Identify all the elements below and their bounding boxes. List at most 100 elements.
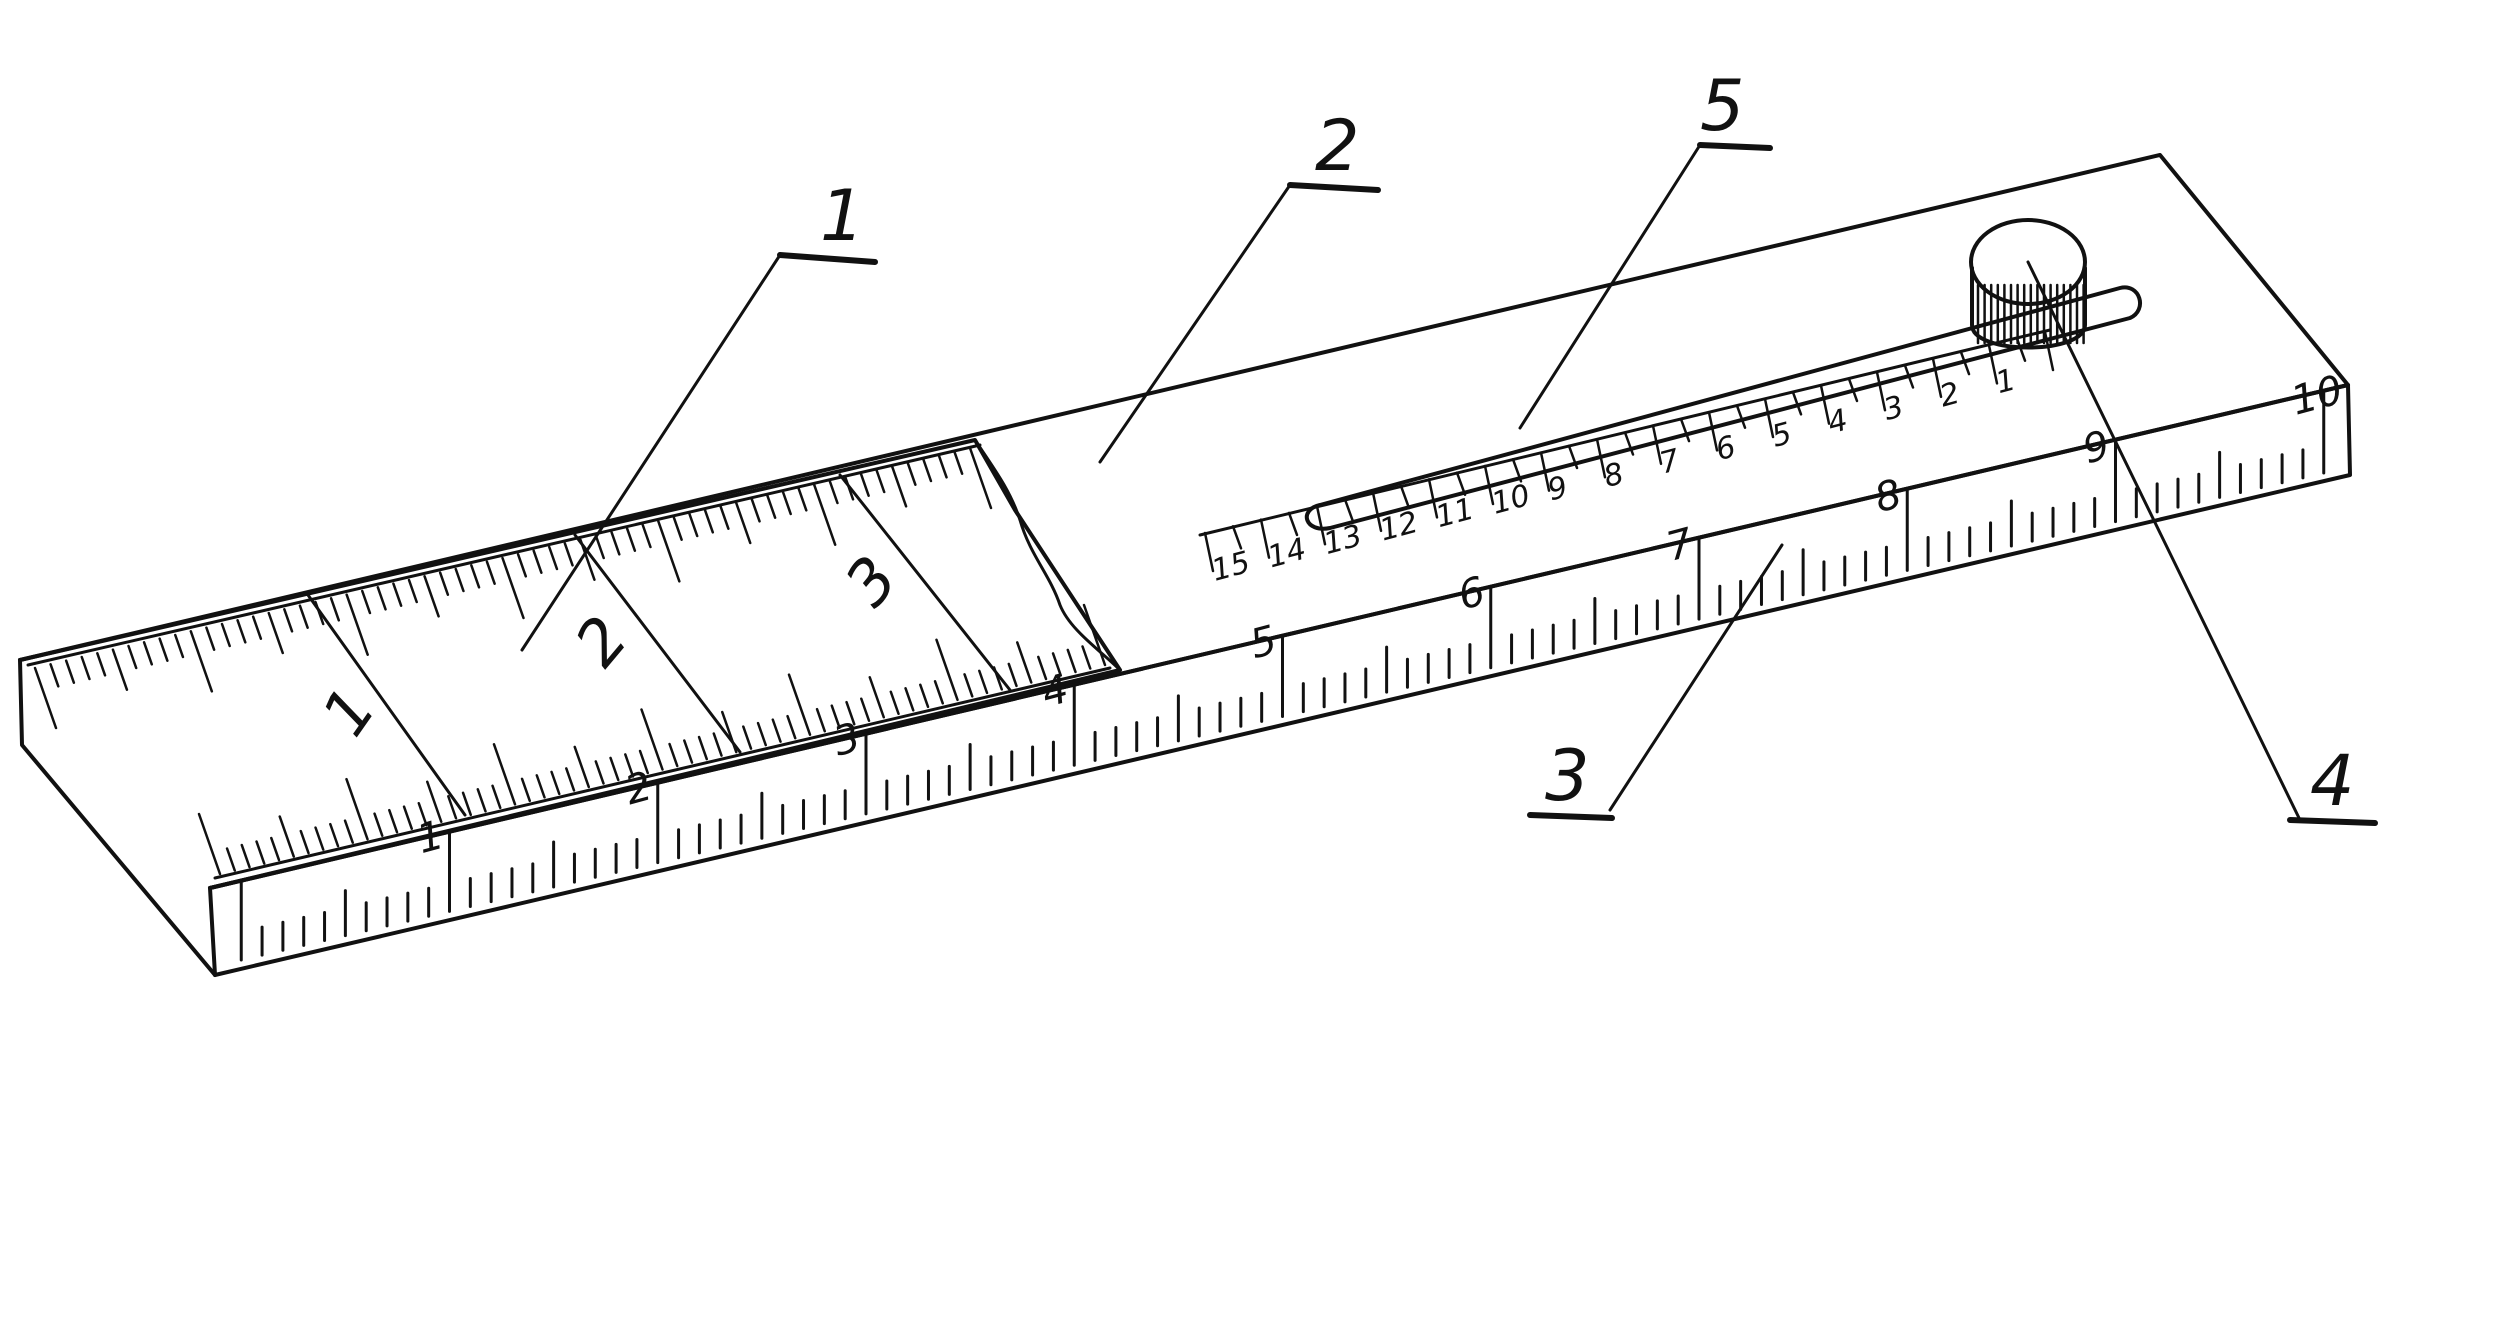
slide-tick-bottom <box>573 745 590 789</box>
slide-piece: 1 2 3 <box>18 438 1122 890</box>
slot-scale-tick <box>1735 404 1747 429</box>
slide-tick-top <box>953 450 964 475</box>
slide-tick-top <box>314 600 325 626</box>
slide-tick-top <box>812 483 837 546</box>
front-scale-number: 7 <box>1662 520 1699 571</box>
slide-tick-bottom <box>240 843 251 869</box>
slide-tick-top <box>501 556 525 620</box>
slot-scale-tick <box>1455 471 1467 496</box>
callouts: 1 2 5 3 4 <box>520 65 2378 826</box>
front-scale-number: 1 <box>412 812 448 863</box>
slide-tick-top <box>672 516 683 541</box>
slot-scale-tick <box>1343 498 1355 523</box>
slot-scale-tick <box>1791 391 1803 416</box>
slide-tick-bottom <box>712 732 723 757</box>
callout-5: 5 <box>1700 65 1745 147</box>
slot-scale-tick <box>1399 484 1411 510</box>
slide-ticks-top <box>33 446 993 730</box>
slot-scale-tick <box>1595 437 1607 479</box>
slide-tick-top <box>361 589 372 615</box>
slide-tick-bottom <box>476 788 487 813</box>
slide-tick-bottom <box>771 718 782 743</box>
slide-number-2: 2 <box>561 602 642 679</box>
slide-tick-top <box>438 571 450 596</box>
slide-tick-top <box>142 641 154 666</box>
slide-tick-top <box>423 575 440 618</box>
slide-tick-top <box>174 633 185 659</box>
callout-3-underline <box>1527 812 1615 821</box>
slide-tick-top <box>454 567 465 593</box>
slide-number-3: 3 <box>831 542 912 619</box>
callout-1: 1 <box>820 175 865 257</box>
slide-tick-bottom <box>314 826 325 851</box>
slide-division-1 <box>306 593 467 817</box>
slot-scale-tick <box>1959 350 1971 376</box>
slot-scale-tick <box>1651 424 1663 466</box>
slide-tick-top <box>625 527 637 552</box>
slot-scale-tick <box>1567 444 1579 470</box>
slide-tick-top <box>251 615 263 640</box>
slide-tick-top <box>828 479 839 505</box>
slot-scale-ticks <box>1203 330 2055 573</box>
slide-tick-bottom <box>889 690 900 716</box>
slide-tick-bottom <box>756 721 767 747</box>
slide-tick-bottom <box>343 819 354 844</box>
slide-tick-top <box>657 520 681 583</box>
ruler-front-face <box>208 383 2352 977</box>
slide-tick-bottom <box>492 743 517 806</box>
slide-break-edge <box>973 438 1122 672</box>
slot-scale-number: 14 <box>1264 532 1310 576</box>
slide-tick-top <box>329 597 341 622</box>
slide-tick-bottom <box>225 847 236 872</box>
knob-top <box>1969 218 2087 306</box>
slide-tick-bottom <box>683 739 694 764</box>
callout-4-underline <box>2287 817 2378 826</box>
slide-tick-top <box>220 622 231 648</box>
slide-division-3 <box>838 473 1012 692</box>
slide-tick-top <box>189 630 214 693</box>
slot-scale-number: 9 <box>1544 470 1572 509</box>
slot-scale-number: 4 <box>1824 403 1852 442</box>
slide-tick-top <box>735 501 752 545</box>
slide-tick-top <box>33 666 58 730</box>
slide-tick-bottom <box>270 836 281 862</box>
slide-tick-top <box>392 582 403 607</box>
slide-tick-bottom <box>1016 641 1033 684</box>
slot-scale-number: 15 <box>1208 545 1254 589</box>
slot-scale-tick <box>1987 344 1999 385</box>
slide-tick-top <box>376 586 387 611</box>
front-scale-number: 2 <box>620 763 656 814</box>
slot-scale-tick <box>1259 518 1271 559</box>
slide-tick-top <box>688 512 699 538</box>
slide-tick-top <box>267 611 284 655</box>
front-scale-number: 6 <box>1453 568 1489 619</box>
slot-scale-tick <box>1763 397 1775 439</box>
slide-tick-top <box>64 659 76 684</box>
slide-tick-top <box>532 549 543 574</box>
slide-inner-edge <box>26 443 982 667</box>
slide-tick-top <box>205 626 216 651</box>
slide-tick-top <box>875 468 886 494</box>
slide-tick-top <box>548 545 559 571</box>
slide-tick-top <box>236 619 247 644</box>
slide-tick-top <box>968 446 993 510</box>
slide-tick-top <box>641 523 652 549</box>
slide-tick-bottom <box>373 812 384 837</box>
slide-tick-bottom <box>935 638 959 702</box>
slide-tick-bottom <box>786 714 797 740</box>
knob-knurling <box>1976 283 2085 345</box>
slide-tick-top <box>844 476 855 501</box>
slot-scale-tick <box>1903 364 1915 389</box>
slide-tick-top <box>96 652 107 677</box>
slide-tick-top <box>703 509 715 534</box>
slide-tick-top <box>407 578 418 604</box>
slot-scale-tick <box>1315 504 1327 546</box>
slot-scale-tick <box>1427 478 1439 519</box>
slide-tick-top <box>516 553 528 578</box>
slide-tick-bottom <box>868 676 885 719</box>
slot-scale-tick <box>1511 458 1523 483</box>
slide-tick-bottom <box>535 774 546 799</box>
slide-tick-bottom <box>640 708 664 771</box>
front-scale-ticks <box>239 391 2326 962</box>
slide-tick-bottom <box>1037 655 1048 681</box>
